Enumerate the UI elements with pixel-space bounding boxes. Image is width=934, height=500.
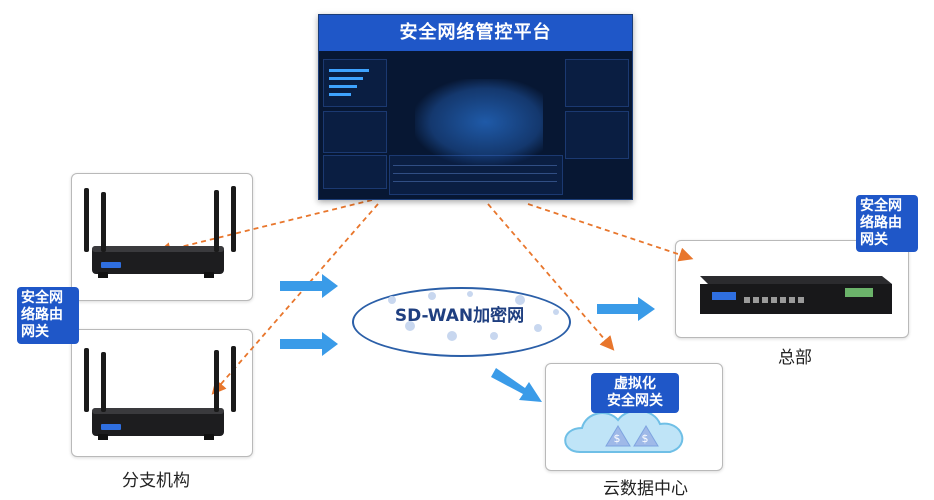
sdwan-network-label: SD-WAN加密网 <box>394 306 525 326</box>
dashboard-panel-left-bottom <box>323 155 387 189</box>
flow-arrow-branch-bottom <box>280 332 338 356</box>
router-icon-branch-top <box>84 186 236 278</box>
appliance-icon-hq <box>700 276 892 314</box>
flow-arrow-hq <box>597 297 655 321</box>
network-dots <box>388 291 559 341</box>
branch-gateway-badge: 安全网 络路由 网关 <box>17 287 79 344</box>
dashboard-bar <box>329 93 351 96</box>
dashboard-panel-right-top <box>565 59 629 107</box>
mgmt-line-branch-bottom <box>211 203 379 395</box>
cloud-caption: 云数据中心 <box>603 479 688 499</box>
badge-line: 网关 <box>21 324 49 340</box>
badge-line: 络路由 <box>21 307 63 323</box>
dashboard-table-row <box>393 165 557 166</box>
dashboard-bar <box>329 69 369 72</box>
dashboard-bar <box>329 77 363 80</box>
dashboard-panel-left-top <box>323 59 387 107</box>
platform-title: 安全网络管控平台 <box>319 15 632 51</box>
branch-caption: 分支机构 <box>122 471 190 491</box>
svg-text:$: $ <box>642 432 649 445</box>
mgmt-line-cloud <box>487 203 615 351</box>
dashboard-table <box>389 155 563 195</box>
hq-caption: 总部 <box>778 348 812 368</box>
cloud-icon: $ $ <box>564 409 684 453</box>
badge-line: 安全网 <box>21 290 63 306</box>
badge-line: 网关 <box>860 232 888 248</box>
dashboard-table-row <box>393 181 557 182</box>
dashboard-panel-right-mid <box>565 111 629 159</box>
flow-arrow-cloud <box>491 368 542 402</box>
hq-gateway-badge: 安全网 络路由 网关 <box>856 195 918 252</box>
badge-line: 络路由 <box>860 215 902 231</box>
badge-line: 虚拟化 <box>614 376 656 392</box>
router-icon-branch-bottom <box>84 346 236 440</box>
mgmt-line-branch-top <box>156 199 373 257</box>
dashboard-panel-left-mid <box>323 111 387 153</box>
dashboard-bar <box>329 85 357 88</box>
badge-line: 安全网关 <box>607 393 663 409</box>
badge-line: 安全网 <box>860 198 902 214</box>
cloud-gateway-badge: 虚拟化 安全网关 <box>591 373 679 413</box>
dashboard-map <box>415 79 543 165</box>
mgmt-line-hq <box>527 203 694 262</box>
flow-arrow-branch-top <box>280 274 338 298</box>
management-platform-screen: 安全网络管控平台 <box>318 14 633 200</box>
dashboard-table-row <box>393 173 557 174</box>
svg-text:$: $ <box>614 432 621 445</box>
